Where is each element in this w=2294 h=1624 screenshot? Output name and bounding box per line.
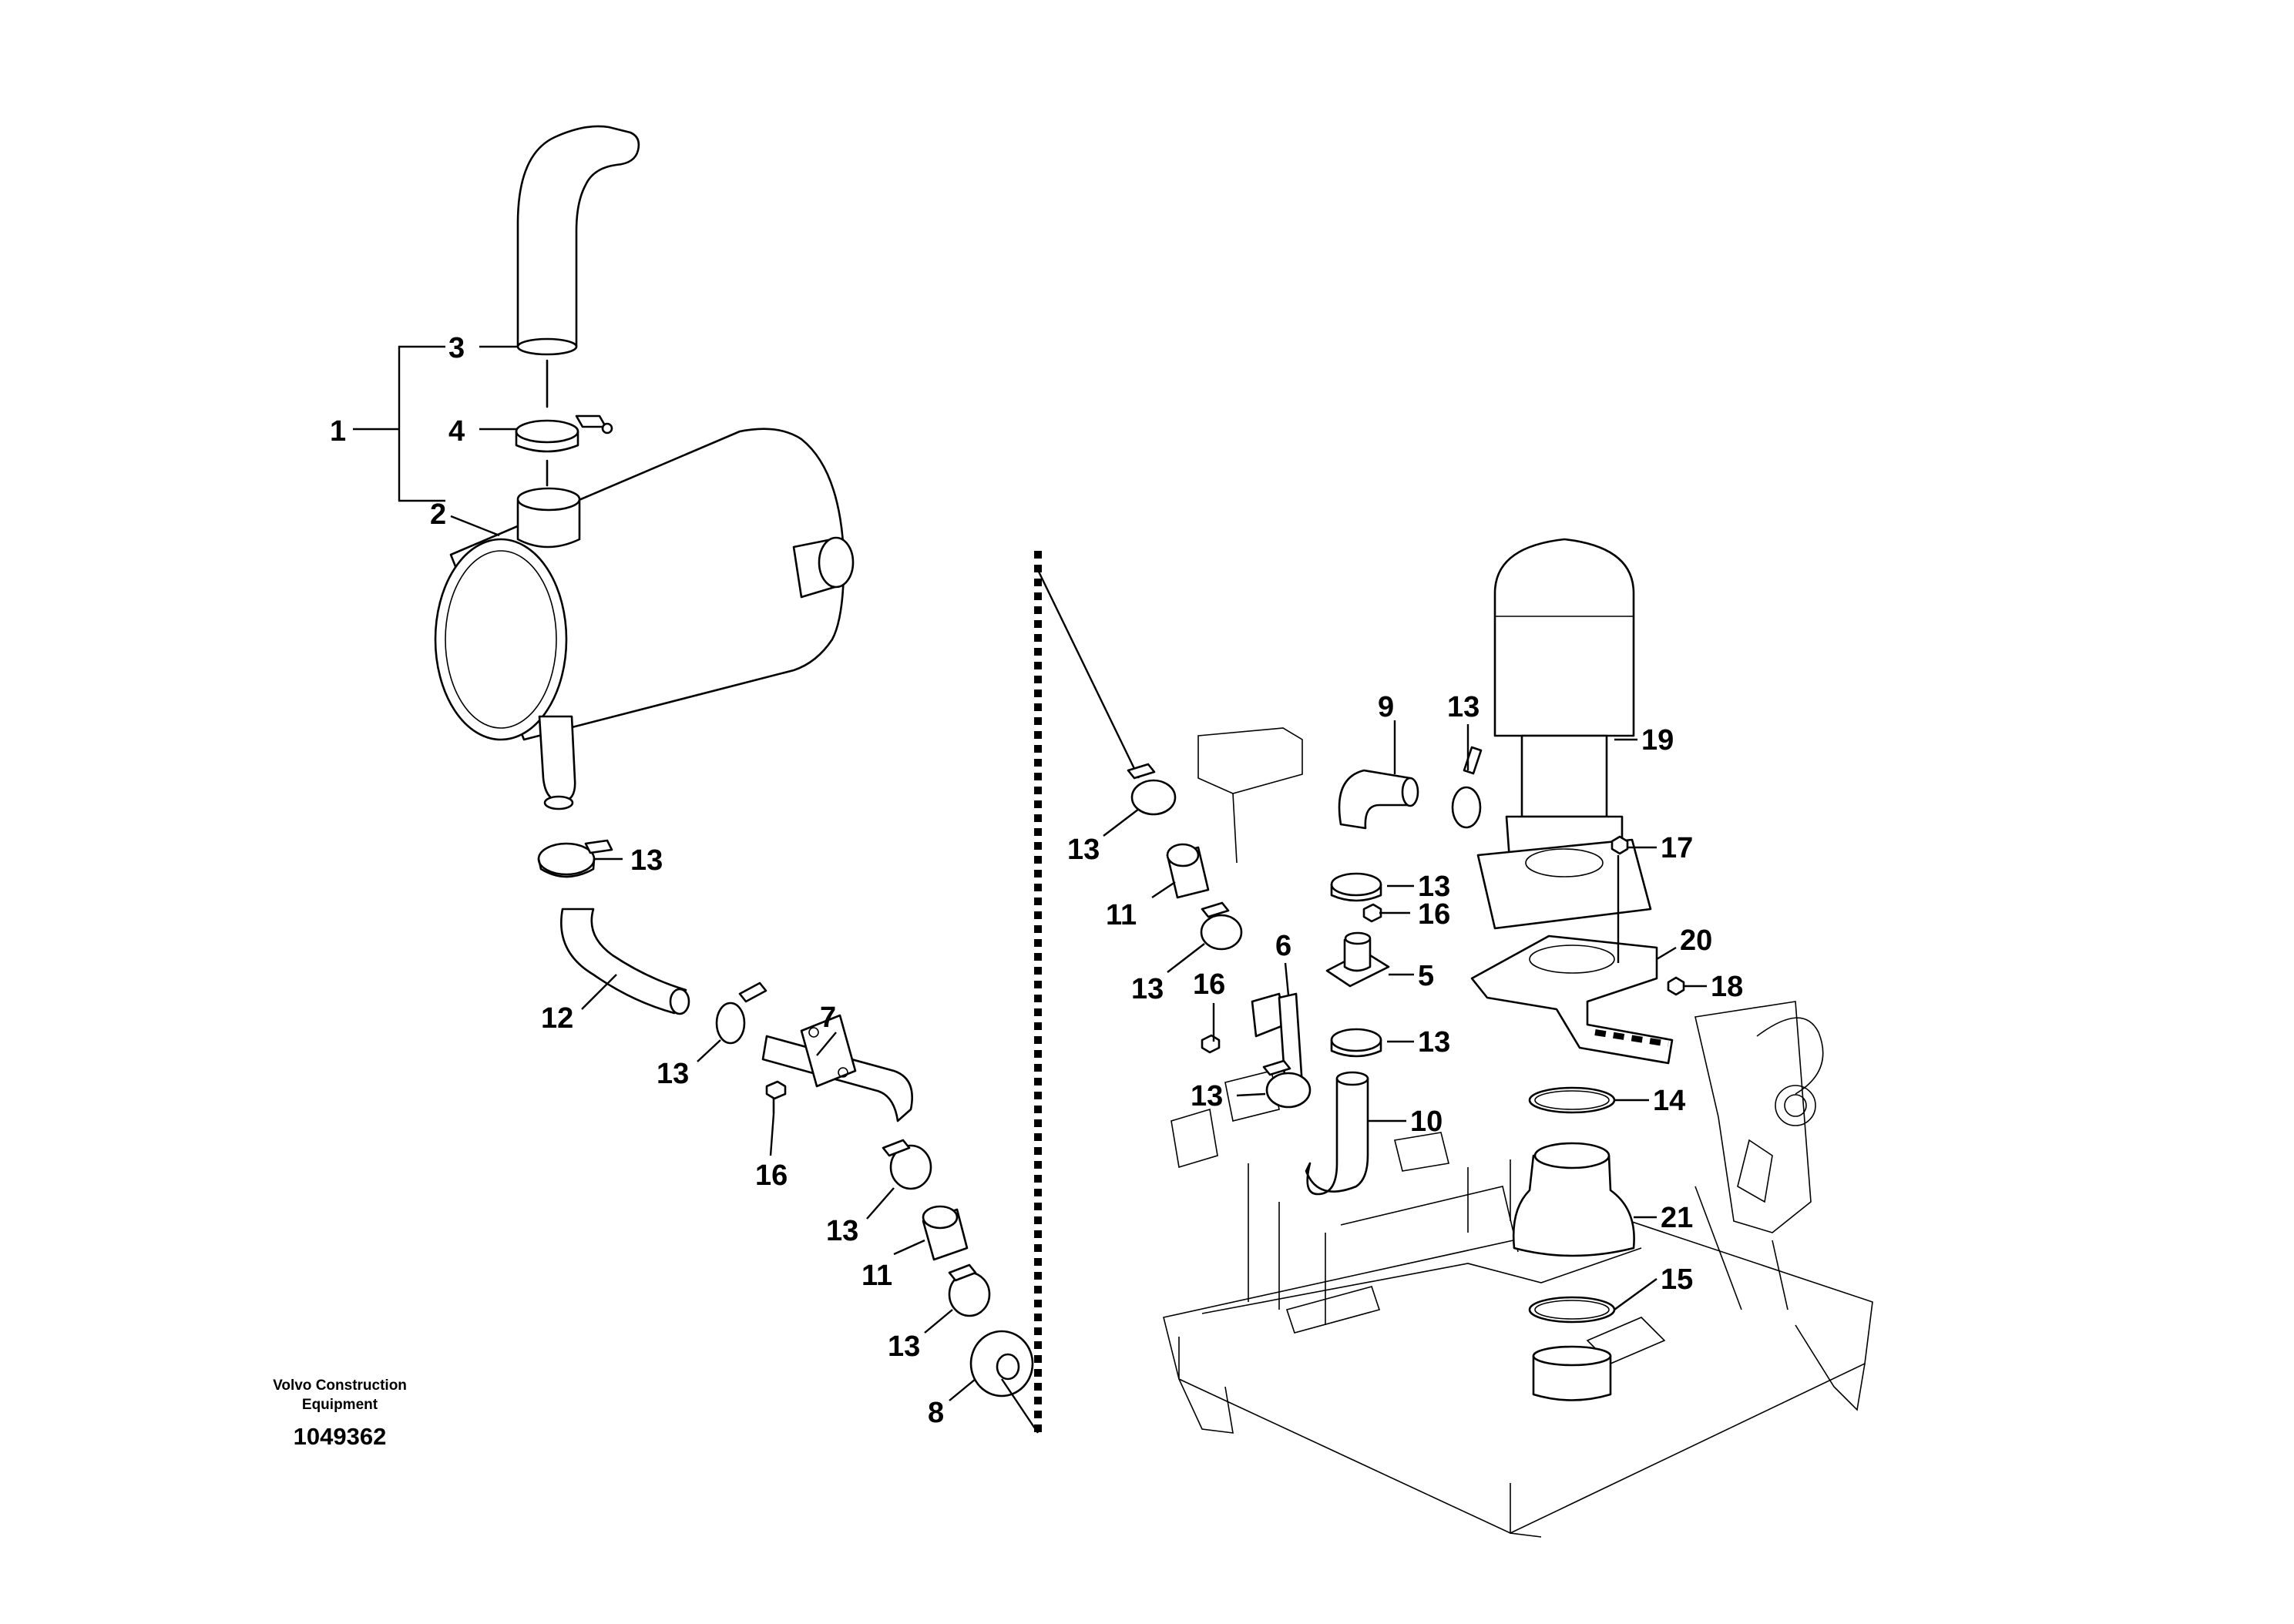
callouts-right: 13 11 13 16 6 13 9 13 13 16 5 13 10 19 1…	[1067, 691, 1743, 1296]
callout-16: 16	[755, 1159, 788, 1192]
callout-20: 20	[1680, 924, 1712, 957]
callout-13: 13	[657, 1058, 689, 1090]
callout-13: 13	[1067, 834, 1100, 866]
leader-lines-left	[353, 345, 976, 1401]
callout-13: 13	[888, 1330, 920, 1363]
brand-line-1: Volvo Construction	[273, 1377, 407, 1394]
muffler-2	[434, 428, 855, 741]
adapter-5	[1325, 931, 1390, 988]
footer: Volvo Construction Equipment 1049362	[273, 1377, 407, 1450]
clamp-13-b	[715, 981, 767, 1045]
clamp-13-f	[1200, 901, 1243, 951]
elbow-7	[761, 1014, 913, 1122]
callout-13: 13	[1447, 691, 1480, 723]
callout-13: 13	[826, 1215, 858, 1247]
document-number: 1049362	[294, 1423, 387, 1450]
separator	[1001, 551, 1140, 1434]
callout-16: 16	[1193, 968, 1225, 1001]
callout-13: 13	[1191, 1080, 1223, 1112]
callout-13: 13	[630, 844, 663, 877]
callouts-left: 1 3 4 2 13 12 13 7 16 13 11 13 8	[330, 332, 944, 1429]
clamp-13-g	[1262, 1059, 1312, 1109]
clamp-13-i	[1330, 872, 1382, 902]
callout-17: 17	[1661, 832, 1693, 864]
callout-21: 21	[1661, 1202, 1693, 1234]
cap-8	[969, 1330, 1034, 1398]
callout-11: 11	[862, 1260, 892, 1292]
bolt-16-left	[765, 1080, 787, 1115]
clamp-4	[515, 359, 613, 487]
clamp-13-e	[1127, 763, 1177, 816]
clamp-13-j	[1330, 1028, 1382, 1058]
hose-9	[1338, 769, 1419, 830]
sleeve-11-right	[1166, 843, 1210, 899]
callout-5: 5	[1418, 960, 1434, 992]
clamp-14	[1528, 1086, 1616, 1114]
callout-2: 2	[430, 498, 446, 531]
callout-3: 3	[448, 332, 465, 364]
callout-7: 7	[820, 1002, 836, 1034]
bracket-20	[1470, 934, 1674, 1065]
callout-10: 10	[1410, 1106, 1443, 1138]
hose-12	[560, 908, 690, 1015]
clamp-13-d	[948, 1263, 991, 1317]
brand-line-2: Equipment	[302, 1397, 378, 1413]
callout-13: 13	[1131, 973, 1164, 1005]
hose-10	[1305, 1071, 1369, 1196]
callout-19: 19	[1641, 724, 1674, 757]
tail-pipe-left	[538, 715, 576, 810]
callout-4: 4	[448, 415, 465, 448]
leader-lines-right	[1103, 720, 1707, 1310]
bolt-16-right-a	[1201, 1034, 1221, 1054]
callout-12: 12	[541, 1002, 573, 1035]
clamp-13-h	[1451, 746, 1483, 829]
callout-13: 13	[1418, 1026, 1450, 1059]
clamp-15	[1528, 1296, 1616, 1324]
callout-16: 16	[1418, 898, 1450, 931]
callout-6: 6	[1275, 930, 1291, 962]
callout-1: 1	[330, 415, 346, 448]
callout-9: 9	[1378, 691, 1394, 723]
bolt-17	[1611, 835, 1629, 855]
hose-21	[1512, 1142, 1635, 1257]
inlet-stub	[1532, 1345, 1612, 1401]
callout-11: 11	[1106, 899, 1137, 931]
callout-13: 13	[1418, 871, 1450, 903]
callout-14: 14	[1653, 1085, 1685, 1117]
sleeve-11-left	[922, 1205, 969, 1261]
exhaust-pipe-3	[516, 125, 640, 356]
precleaner-19	[1476, 538, 1652, 930]
callout-8: 8	[928, 1397, 944, 1429]
bolt-18	[1667, 976, 1685, 996]
clamp-13-c	[882, 1139, 932, 1190]
callout-18: 18	[1711, 971, 1743, 1003]
bolt-16-right-b	[1362, 903, 1382, 923]
callout-15: 15	[1661, 1263, 1693, 1296]
